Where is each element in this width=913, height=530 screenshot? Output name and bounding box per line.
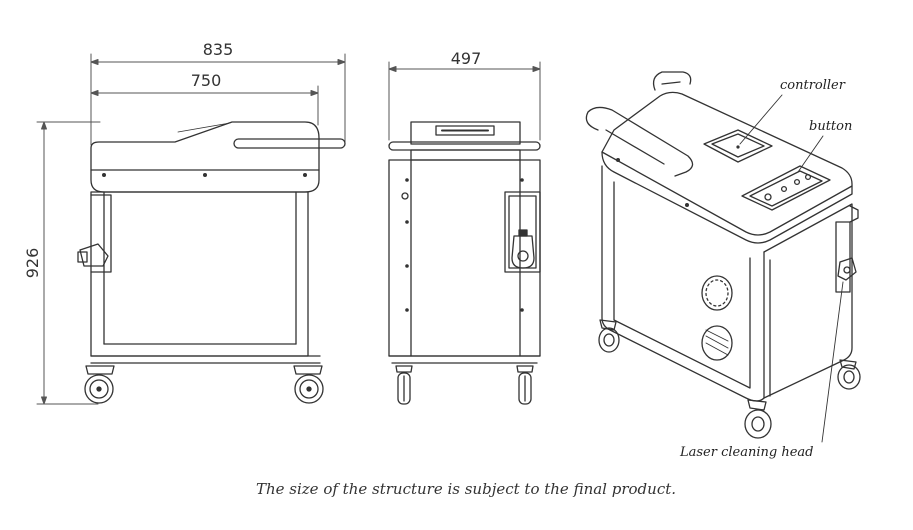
- side-cabinet: [90, 191, 309, 357]
- persp-vent-upper-inner: [705, 279, 729, 307]
- front-head-holder: [504, 191, 541, 273]
- persp-laser-head-lens: [843, 266, 851, 274]
- persp-vent-upper: [701, 275, 733, 311]
- callout-line-controller: [739, 94, 783, 145]
- persp-button-panel: [741, 165, 831, 211]
- label-controller: controller: [780, 78, 846, 93]
- persp-controller-dot: [736, 145, 740, 149]
- label-button: button: [809, 119, 852, 134]
- side-top-housing: [90, 121, 320, 193]
- persp-top-edge: [601, 151, 853, 236]
- dim-line-926: [36, 121, 101, 405]
- side-laser-head: [79, 243, 109, 267]
- persp-rear-handle-inner: [661, 81, 681, 85]
- persp-caster-front: [744, 399, 772, 439]
- side-caster-left: [84, 365, 115, 404]
- front-screw: [405, 264, 409, 268]
- front-laser-head-top: [518, 229, 528, 237]
- persp-left-panel: [613, 181, 751, 389]
- persp-controller: [703, 129, 773, 163]
- persp-button: [780, 185, 788, 193]
- dim-label-926: 926: [23, 248, 42, 279]
- front-knob: [401, 192, 409, 200]
- dim-line-835: [90, 53, 346, 146]
- persp-button-panel-inner: [749, 170, 823, 207]
- persp-screw: [616, 158, 620, 162]
- callout-line-button: [797, 135, 824, 173]
- front-upper-band: [410, 149, 521, 161]
- persp-button: [804, 173, 812, 181]
- front-view: 497: [388, 49, 541, 405]
- front-laser-head-lens: [517, 250, 529, 262]
- front-screw: [405, 220, 409, 224]
- dim-line-750: [90, 85, 319, 126]
- dim-label-835: 835: [203, 40, 234, 59]
- dim-line-497: [388, 61, 541, 141]
- front-laser-head: [511, 235, 535, 269]
- perspective-view: [585, 71, 861, 439]
- persp-button: [793, 178, 801, 186]
- persp-controller-screen: [711, 133, 765, 158]
- persp-top-housing: [601, 91, 853, 244]
- callouts: [739, 94, 844, 443]
- persp-caster-rear-left: [598, 319, 620, 353]
- persp-front-handle: [585, 106, 694, 177]
- label-laser-head: Laser cleaning head: [679, 445, 813, 460]
- side-caster-right: [293, 365, 324, 404]
- front-screw: [520, 178, 524, 182]
- persp-screw: [685, 203, 689, 207]
- side-head-holder: [90, 194, 112, 273]
- dim-label-497: 497: [451, 49, 482, 68]
- persp-caster-right: [837, 359, 861, 390]
- persp-vent-lower: [701, 325, 733, 361]
- side-handle: [233, 138, 346, 149]
- caption: The size of the structure is subject to …: [256, 480, 676, 498]
- persp-rear-handle: [652, 71, 692, 91]
- side-screw: [102, 173, 106, 177]
- persp-front-handle-inner: [605, 129, 665, 165]
- persp-button: [764, 193, 772, 201]
- front-screw: [405, 178, 409, 182]
- persp-left-side: [601, 165, 765, 402]
- persp-laser-head: [837, 257, 857, 281]
- callout-line-head: [821, 281, 844, 443]
- persp-vent-lower-slats: [705, 329, 729, 356]
- side-view: 835 750 926: [23, 40, 346, 405]
- front-controller: [435, 125, 495, 136]
- persp-holder-clip: [849, 205, 859, 223]
- front-caster-right: [516, 365, 534, 405]
- dim-label-750: 750: [191, 71, 222, 90]
- front-caster-left: [395, 365, 413, 405]
- front-screw: [520, 308, 524, 312]
- side-lid-line: [177, 122, 231, 133]
- persp-head-holder: [835, 221, 851, 293]
- side-laser-head-nozzle: [77, 251, 88, 263]
- side-screw: [303, 173, 307, 177]
- front-screw: [405, 308, 409, 312]
- persp-right-side: [763, 203, 853, 399]
- front-top-panel: [410, 121, 521, 145]
- side-screw: [203, 173, 207, 177]
